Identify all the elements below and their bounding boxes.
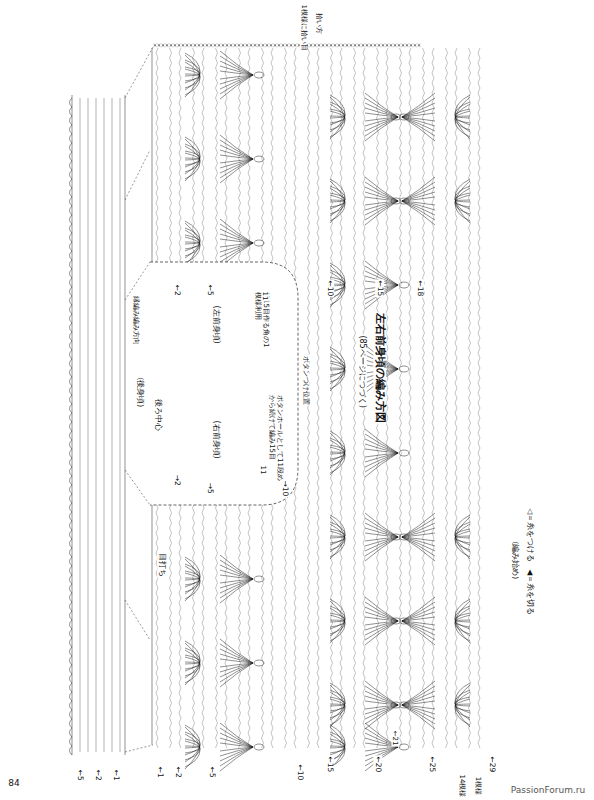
chart-label: ←18 bbox=[416, 279, 425, 297]
chart-label: 後ろ中心 bbox=[154, 398, 163, 432]
chart-label: 1模様に拾い目 bbox=[299, 4, 306, 52]
chart-label: ←15 bbox=[326, 755, 335, 773]
chart-label: 11 bbox=[261, 291, 269, 302]
chart-label: 84 bbox=[7, 778, 20, 788]
chart-label: (85ページにつづく) bbox=[357, 335, 366, 409]
chart-label: 14模様 bbox=[458, 774, 466, 799]
chart-label: ←2 bbox=[94, 768, 103, 781]
chart-label: ◀＝糸を切る bbox=[526, 568, 535, 616]
chart-label: →10 bbox=[281, 479, 290, 497]
chart-label: 左右前身頃の編み方図 bbox=[374, 312, 387, 424]
chart-label: ←2 bbox=[174, 765, 183, 778]
chart-label: (左前身頃) bbox=[211, 305, 220, 345]
chart-label: ←2 bbox=[173, 283, 182, 296]
chart-label: 1模様 bbox=[474, 776, 482, 796]
chart-label: ボタンつけ位置 bbox=[301, 354, 309, 405]
chart-label: ←1 bbox=[156, 765, 165, 778]
chart-label: ←21 bbox=[391, 730, 399, 747]
chart-label: →2 bbox=[173, 473, 182, 486]
chart-label: PassionForum.ru bbox=[510, 785, 586, 795]
chart-label: (後身頃) bbox=[136, 376, 145, 408]
chart-label: ←15 bbox=[376, 279, 385, 297]
chart-label: 縁編み編み方向 bbox=[131, 294, 139, 345]
chart-label: ←1 bbox=[112, 768, 121, 781]
chart-label: (右前身頃) bbox=[211, 420, 220, 460]
chart-label: ←29 bbox=[488, 755, 497, 773]
chart-label: ←10 bbox=[326, 279, 335, 297]
chart-label: ←25 bbox=[428, 755, 437, 773]
chart-label: ←5 bbox=[208, 765, 217, 778]
chart-label: (編み始め) bbox=[511, 540, 520, 580]
chart-label: ←5 bbox=[206, 283, 215, 296]
chart-label: ←20 bbox=[374, 755, 383, 773]
chart-label: ◁＝糸をつける bbox=[526, 507, 535, 563]
chart-label: 拾い方 bbox=[314, 13, 321, 36]
chart-label: 目打ち bbox=[158, 552, 167, 578]
chart-label: ←10 bbox=[296, 763, 305, 781]
chart-label: 11 bbox=[259, 465, 267, 476]
chart-label: ←5 bbox=[76, 768, 85, 781]
chart-label: ボタンホールとして11段めから続けて編み15目 bbox=[268, 394, 284, 486]
chart-label: →5 bbox=[206, 481, 215, 494]
